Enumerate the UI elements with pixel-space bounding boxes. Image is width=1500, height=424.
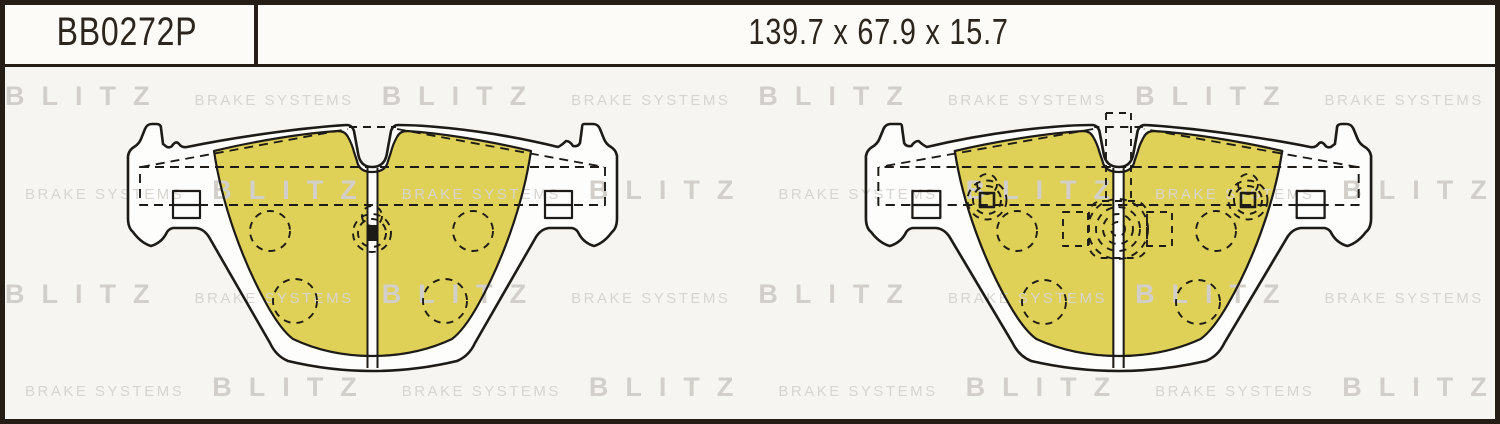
right-pad-outline <box>864 122 1373 373</box>
rivet-hole-dashed <box>272 278 318 324</box>
watermark-tagline: BRAKE SYSTEMS <box>25 383 185 400</box>
watermark-tagline: BRAKE SYSTEMS <box>1155 383 1315 400</box>
watermark-brand: BLITZ <box>5 81 167 111</box>
watermark-tagline: BRAKE SYSTEMS <box>571 92 731 109</box>
rivet-hole-dashed <box>422 278 468 324</box>
watermark-brand: BLITZ <box>212 372 374 402</box>
watermark-brand: BLITZ <box>381 81 544 111</box>
watermark-brand: BLITZ <box>5 279 167 309</box>
central-damper-dashed <box>1062 112 1173 260</box>
dimensions-cell: 139.7 x 67.9 x 15.7 <box>258 0 1500 64</box>
part-number-cell: BB0272P <box>0 0 258 64</box>
watermark-tagline: BRAKE SYSTEMS <box>778 383 938 400</box>
watermark-brand: BLITZ <box>588 372 751 402</box>
wear-sensor-left <box>966 173 1008 221</box>
left-pad-details <box>249 205 494 324</box>
part-number: BB0272P <box>56 9 198 54</box>
watermark-brand: BLITZ <box>1342 372 1500 402</box>
watermark-tagline: BRAKE SYSTEMS <box>1324 92 1484 109</box>
left-pad-outline <box>126 122 619 373</box>
watermark-tagline: BRAKE SYSTEMS <box>947 92 1108 109</box>
rivet-hole-dashed <box>1021 279 1067 325</box>
watermark-row: BRAKE SYSTEMS BLITZ BRAKE SYSTEMS BLITZ … <box>25 374 1500 401</box>
rivet-hole-dashed <box>452 210 494 252</box>
rivet-hole-dashed <box>1195 210 1237 252</box>
watermark-tagline: BRAKE SYSTEMS <box>571 290 731 307</box>
watermark-tagline: BRAKE SYSTEMS <box>25 186 185 203</box>
right-pad-details <box>966 112 1269 325</box>
watermark-brand: BLITZ <box>1342 175 1500 205</box>
watermark-tagline: BRAKE SYSTEMS <box>778 186 938 203</box>
watermark-tagline: BRAKE SYSTEMS <box>1324 290 1484 307</box>
watermark-brand: BLITZ <box>758 81 920 111</box>
header-bar: BB0272P 139.7 x 67.9 x 15.7 <box>0 0 1500 67</box>
watermark-row: BRAKE SYSTEMS BLITZ BRAKE SYSTEMS BLITZ … <box>25 177 1500 204</box>
watermark-row: BLITZ BRAKE SYSTEMS BLITZ BRAKE SYSTEMS … <box>5 83 1484 110</box>
rivet-hole-dashed <box>1175 279 1221 325</box>
wear-sensor-right <box>1227 173 1269 221</box>
rivet-hole-dashed <box>249 210 291 252</box>
wear-sensor-contact <box>367 225 378 241</box>
pad-dimensions: 139.7 x 67.9 x 15.7 <box>748 11 1010 52</box>
watermark-brand: BLITZ <box>1135 279 1297 309</box>
rivet-hole-dashed <box>996 210 1038 252</box>
wear-sensor-dashed <box>357 218 387 248</box>
watermark-brand: BLITZ <box>758 279 920 309</box>
watermark-brand: BLITZ <box>965 372 1128 402</box>
watermark-tagline: BRAKE SYSTEMS <box>401 383 561 400</box>
watermark-brand: BLITZ <box>1135 81 1297 111</box>
watermark-brand: BLITZ <box>588 175 751 205</box>
wear-sensor-dashed <box>352 213 392 253</box>
watermark-brand: BLITZ <box>212 175 374 205</box>
watermark-tagline: BRAKE SYSTEMS <box>194 92 354 109</box>
watermark-tagline: BRAKE SYSTEMS <box>401 186 561 203</box>
